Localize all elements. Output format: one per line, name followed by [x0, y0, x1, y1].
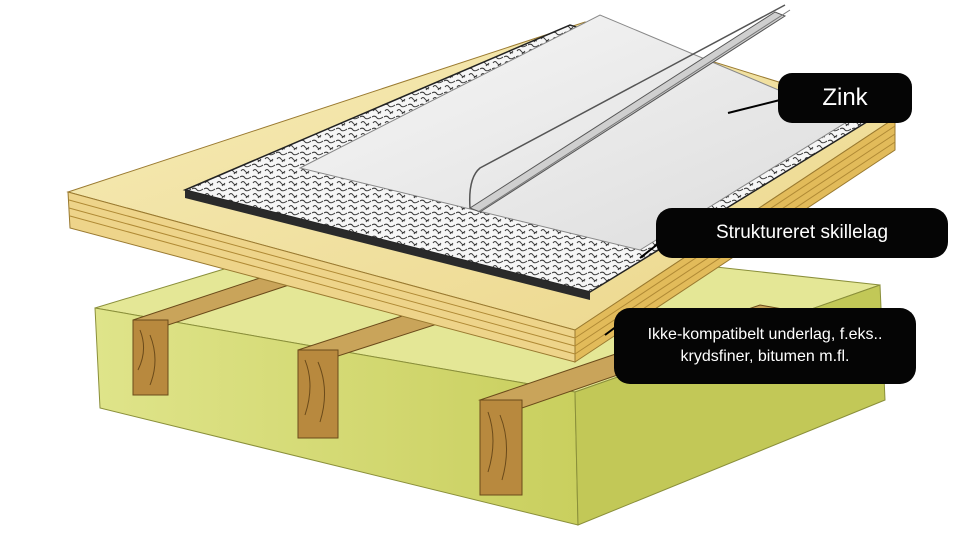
- label-underlag-line2: krydsfiner, bitumen m.fl.: [680, 348, 850, 365]
- label-incompatible-substrate: Ikke-kompatibelt underlag, f.eks.. kryds…: [614, 308, 916, 384]
- label-zink: Zink: [778, 73, 912, 123]
- label-skillelag-text: Struktureret skillelag: [715, 222, 889, 243]
- label-structured-separation-layer: Struktureret skillelag: [656, 208, 948, 258]
- label-zink-text: Zink: [822, 84, 868, 111]
- label-underlag-line1: Ikke-kompatibelt underlag, f.eks..: [647, 326, 883, 343]
